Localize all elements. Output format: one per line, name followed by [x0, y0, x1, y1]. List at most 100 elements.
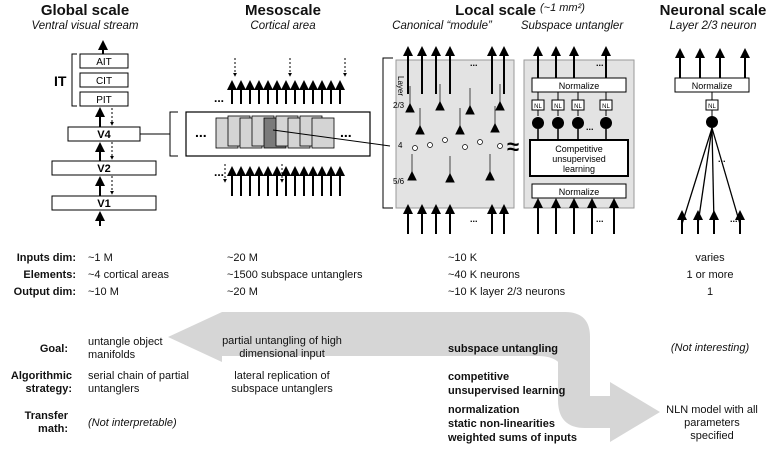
- subspace-untangler-card: [311, 117, 335, 149]
- header-local-untangler: Subspace untangler: [520, 20, 624, 32]
- strategy-global: serial chain of partial untanglers: [88, 370, 189, 395]
- area-cit-box: [79, 72, 129, 88]
- header-neuronal-title: Neuronal scale: [659, 2, 767, 19]
- neuron-nl-label: NL: [708, 104, 716, 110]
- stats-elements-local: ~40 K neurons: [448, 269, 520, 281]
- untangler-normalize-top: [531, 77, 627, 93]
- stats-output-local: ~10 K layer 2/3 neurons: [448, 286, 566, 298]
- goal-meso: partial untangling of high dimensional i…: [222, 335, 342, 360]
- area-v1-box: [51, 195, 157, 211]
- header-local-note: (~1 mm²): [540, 2, 585, 14]
- area-pit-label: PIT: [96, 95, 112, 106]
- pyramidal-neuron: [445, 172, 455, 183]
- stellate-cell: [442, 137, 448, 143]
- goal-global: untangle object manifolds: [88, 336, 163, 361]
- stats-elements-neuronal: 1 or more: [686, 269, 734, 281]
- header-meso-title: Mesoscale: [245, 2, 321, 19]
- pyramidal-neuron: [490, 122, 500, 133]
- untangler-normalize-top-label: Normalize: [559, 81, 600, 91]
- neuron-ellipsis-bottom: ...: [730, 214, 738, 224]
- area-v4-label: V4: [97, 129, 111, 141]
- mesoscale-area: ... ... ... ...: [185, 58, 371, 196]
- math-local-weighted-sums: weighted sums of inputs: [448, 432, 577, 444]
- neuron-soma: [706, 116, 718, 128]
- untangler-ellipsis-top: ...: [596, 58, 604, 68]
- untangler-unit: [532, 117, 544, 129]
- pyramidal-neuron: [415, 124, 425, 135]
- competitive-learning-box: [529, 139, 629, 177]
- pyramidal-neuron: [435, 100, 445, 111]
- stellate-cell: [412, 145, 418, 151]
- stats-elements-global: ~4 cortical areas: [88, 269, 170, 281]
- nl-label: NL: [574, 104, 582, 110]
- module-ellipsis-top: ...: [470, 58, 478, 68]
- neuron-input-line: [711, 127, 741, 225]
- goal-label: Goal:: [39, 343, 68, 355]
- pyramidal-neuron: [455, 124, 465, 135]
- module-ellipsis-bottom: ...: [470, 214, 478, 224]
- layer-23-label: 2/3: [393, 101, 405, 110]
- header-neuronal-subtitle: Layer 2/3 neuron: [669, 20, 757, 32]
- untangler-unit: [552, 117, 564, 129]
- math-local-nonlinearities: static non-linearities: [448, 418, 555, 430]
- area-v2-label: V2: [97, 163, 110, 175]
- neuron-normalize-label: Normalize: [692, 81, 733, 91]
- stats-output-global: ~10 M: [88, 286, 119, 298]
- competitive-line2: unsupervised: [552, 154, 606, 164]
- stats-label-inputs: Inputs dim:: [16, 252, 76, 264]
- stats-label-elements: Elements:: [23, 269, 76, 281]
- area-cit-label: CIT: [96, 76, 112, 87]
- pyramidal-neuron: [405, 102, 415, 113]
- untangler-ellipsis-bottom: ...: [596, 214, 604, 224]
- untangler-unit: [572, 117, 584, 129]
- meso-ellipsis-right: ...: [340, 124, 352, 140]
- area-ait-box: [79, 53, 129, 69]
- untangler-normalize-bottom: [531, 183, 627, 199]
- area-v2-box: [51, 160, 157, 176]
- pyramidal-neuron: [465, 104, 475, 115]
- stats-output-meso: ~20 M: [227, 286, 258, 298]
- header-local-title: Local scale: [455, 2, 536, 19]
- untangler-ellipsis-mid: ...: [586, 122, 594, 132]
- stellate-cell: [462, 144, 468, 150]
- nl-label: NL: [554, 104, 562, 110]
- math-local-normalization: normalization: [448, 404, 520, 416]
- approx-symbol: ≈: [507, 134, 519, 159]
- meso-ellipsis-bottom: ...: [214, 165, 224, 179]
- strategy-label: Algorithmic strategy:: [10, 370, 72, 395]
- strategy-meso: lateral replication of subspace untangle…: [231, 370, 333, 395]
- untangler-normalize-bottom-label: Normalize: [559, 187, 600, 197]
- neuron-ellipsis-mid: ...: [718, 154, 726, 164]
- layer-axis-label: Layer: [396, 76, 405, 96]
- global-hierarchy: AIT CIT PIT IT V4 V2 V1: [51, 40, 157, 226]
- stellate-cell: [497, 143, 503, 149]
- layer-56-label: 5/6: [393, 177, 405, 186]
- meso-ellipsis-left: ...: [195, 124, 207, 140]
- stats-label-output: Output dim:: [13, 286, 76, 298]
- stats-elements-meso: ~1500 subspace untanglers: [227, 269, 363, 281]
- goal-local: subspace untangling: [448, 343, 559, 355]
- header-global-title: Global scale: [40, 2, 130, 19]
- strategy-local: competitive unsupervised learning: [448, 371, 566, 397]
- stellate-cell: [427, 142, 433, 148]
- math-global: (Not interpretable): [88, 417, 177, 429]
- nl-label: NL: [602, 104, 610, 110]
- single-neuron: Normalize NL ... ...: [674, 48, 750, 234]
- stellate-cell: [477, 139, 483, 145]
- pyramidal-neuron: [407, 170, 417, 181]
- stats-inputs-meso: ~20 M: [227, 252, 258, 264]
- stats-inputs-global: ~1 M: [88, 252, 113, 264]
- competitive-line3: learning: [563, 164, 595, 174]
- neuron-input-line: [711, 127, 715, 225]
- header-meso-subtitle: Cortical area: [250, 20, 316, 32]
- stats-inputs-local: ~10 K: [448, 252, 478, 264]
- pyramidal-neuron: [495, 100, 505, 111]
- area-pit-box: [79, 91, 129, 107]
- header-local-module: Canonical “module”: [392, 20, 492, 32]
- neuron-input-line: [697, 127, 713, 225]
- it-label: IT: [54, 73, 67, 89]
- flow-arrow: [168, 312, 660, 442]
- stats-inputs-neuronal: varies: [695, 252, 725, 264]
